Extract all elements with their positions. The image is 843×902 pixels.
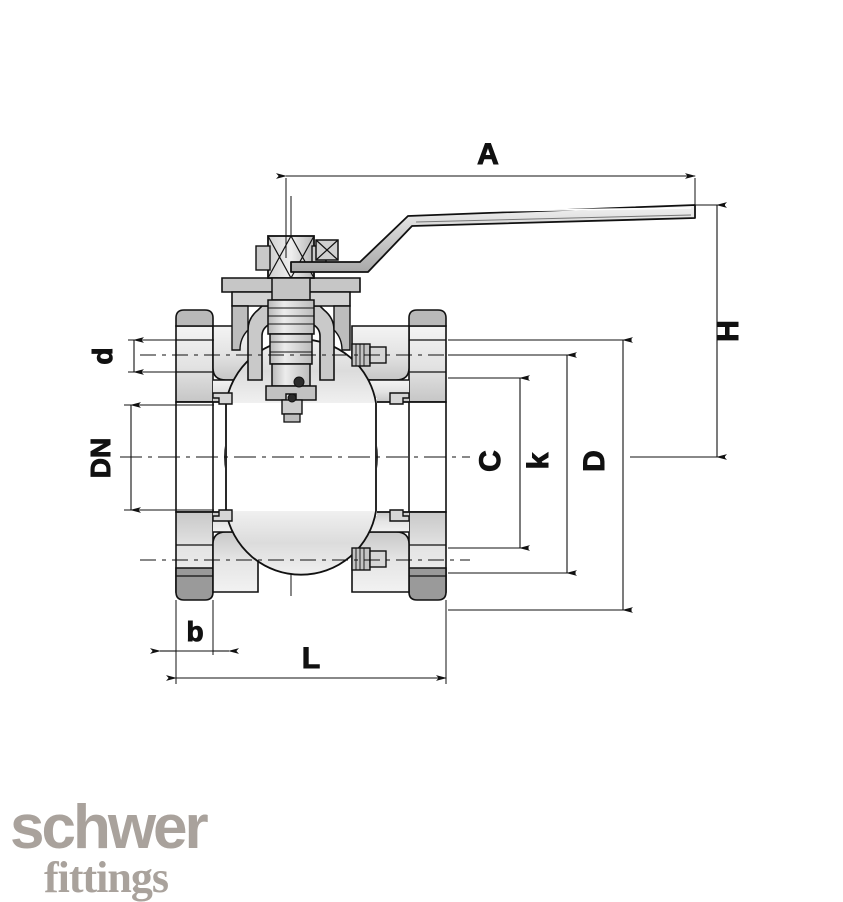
dimension-label-D: D [578, 450, 611, 472]
dimension-label-A: A [477, 138, 499, 171]
dimension-H [630, 202, 727, 460]
left-flange [175, 309, 214, 601]
dimension-d [128, 337, 214, 375]
dimension-label-k: k [522, 452, 555, 469]
centerlines [120, 354, 470, 561]
dimension-k [448, 352, 577, 576]
dimension-C [448, 375, 530, 551]
dimension-layer: A H D k [85, 138, 746, 684]
valve-body-group [120, 196, 696, 601]
side-bolt-lower [351, 547, 387, 571]
dimension-D [448, 337, 633, 613]
lever-handle [290, 204, 696, 273]
dimension-label-C: C [474, 450, 507, 472]
dimension-label-L: L [302, 642, 320, 675]
dimension-label-H: H [712, 320, 745, 342]
dimension-b [150, 600, 239, 660]
valve-seats [212, 392, 410, 522]
right-flange [408, 309, 447, 601]
dimension-A [276, 173, 696, 258]
logo-wordmark: schwer [10, 793, 209, 862]
dimension-label-DN: DN [85, 438, 116, 478]
dimension-label-d: d [87, 347, 118, 364]
company-logo: schwer fittings [8, 793, 268, 902]
dimension-label-b: b [186, 616, 203, 647]
dimension-L [166, 600, 447, 684]
dimension-DN [124, 402, 214, 513]
logo-tagline: fittings [44, 853, 169, 902]
